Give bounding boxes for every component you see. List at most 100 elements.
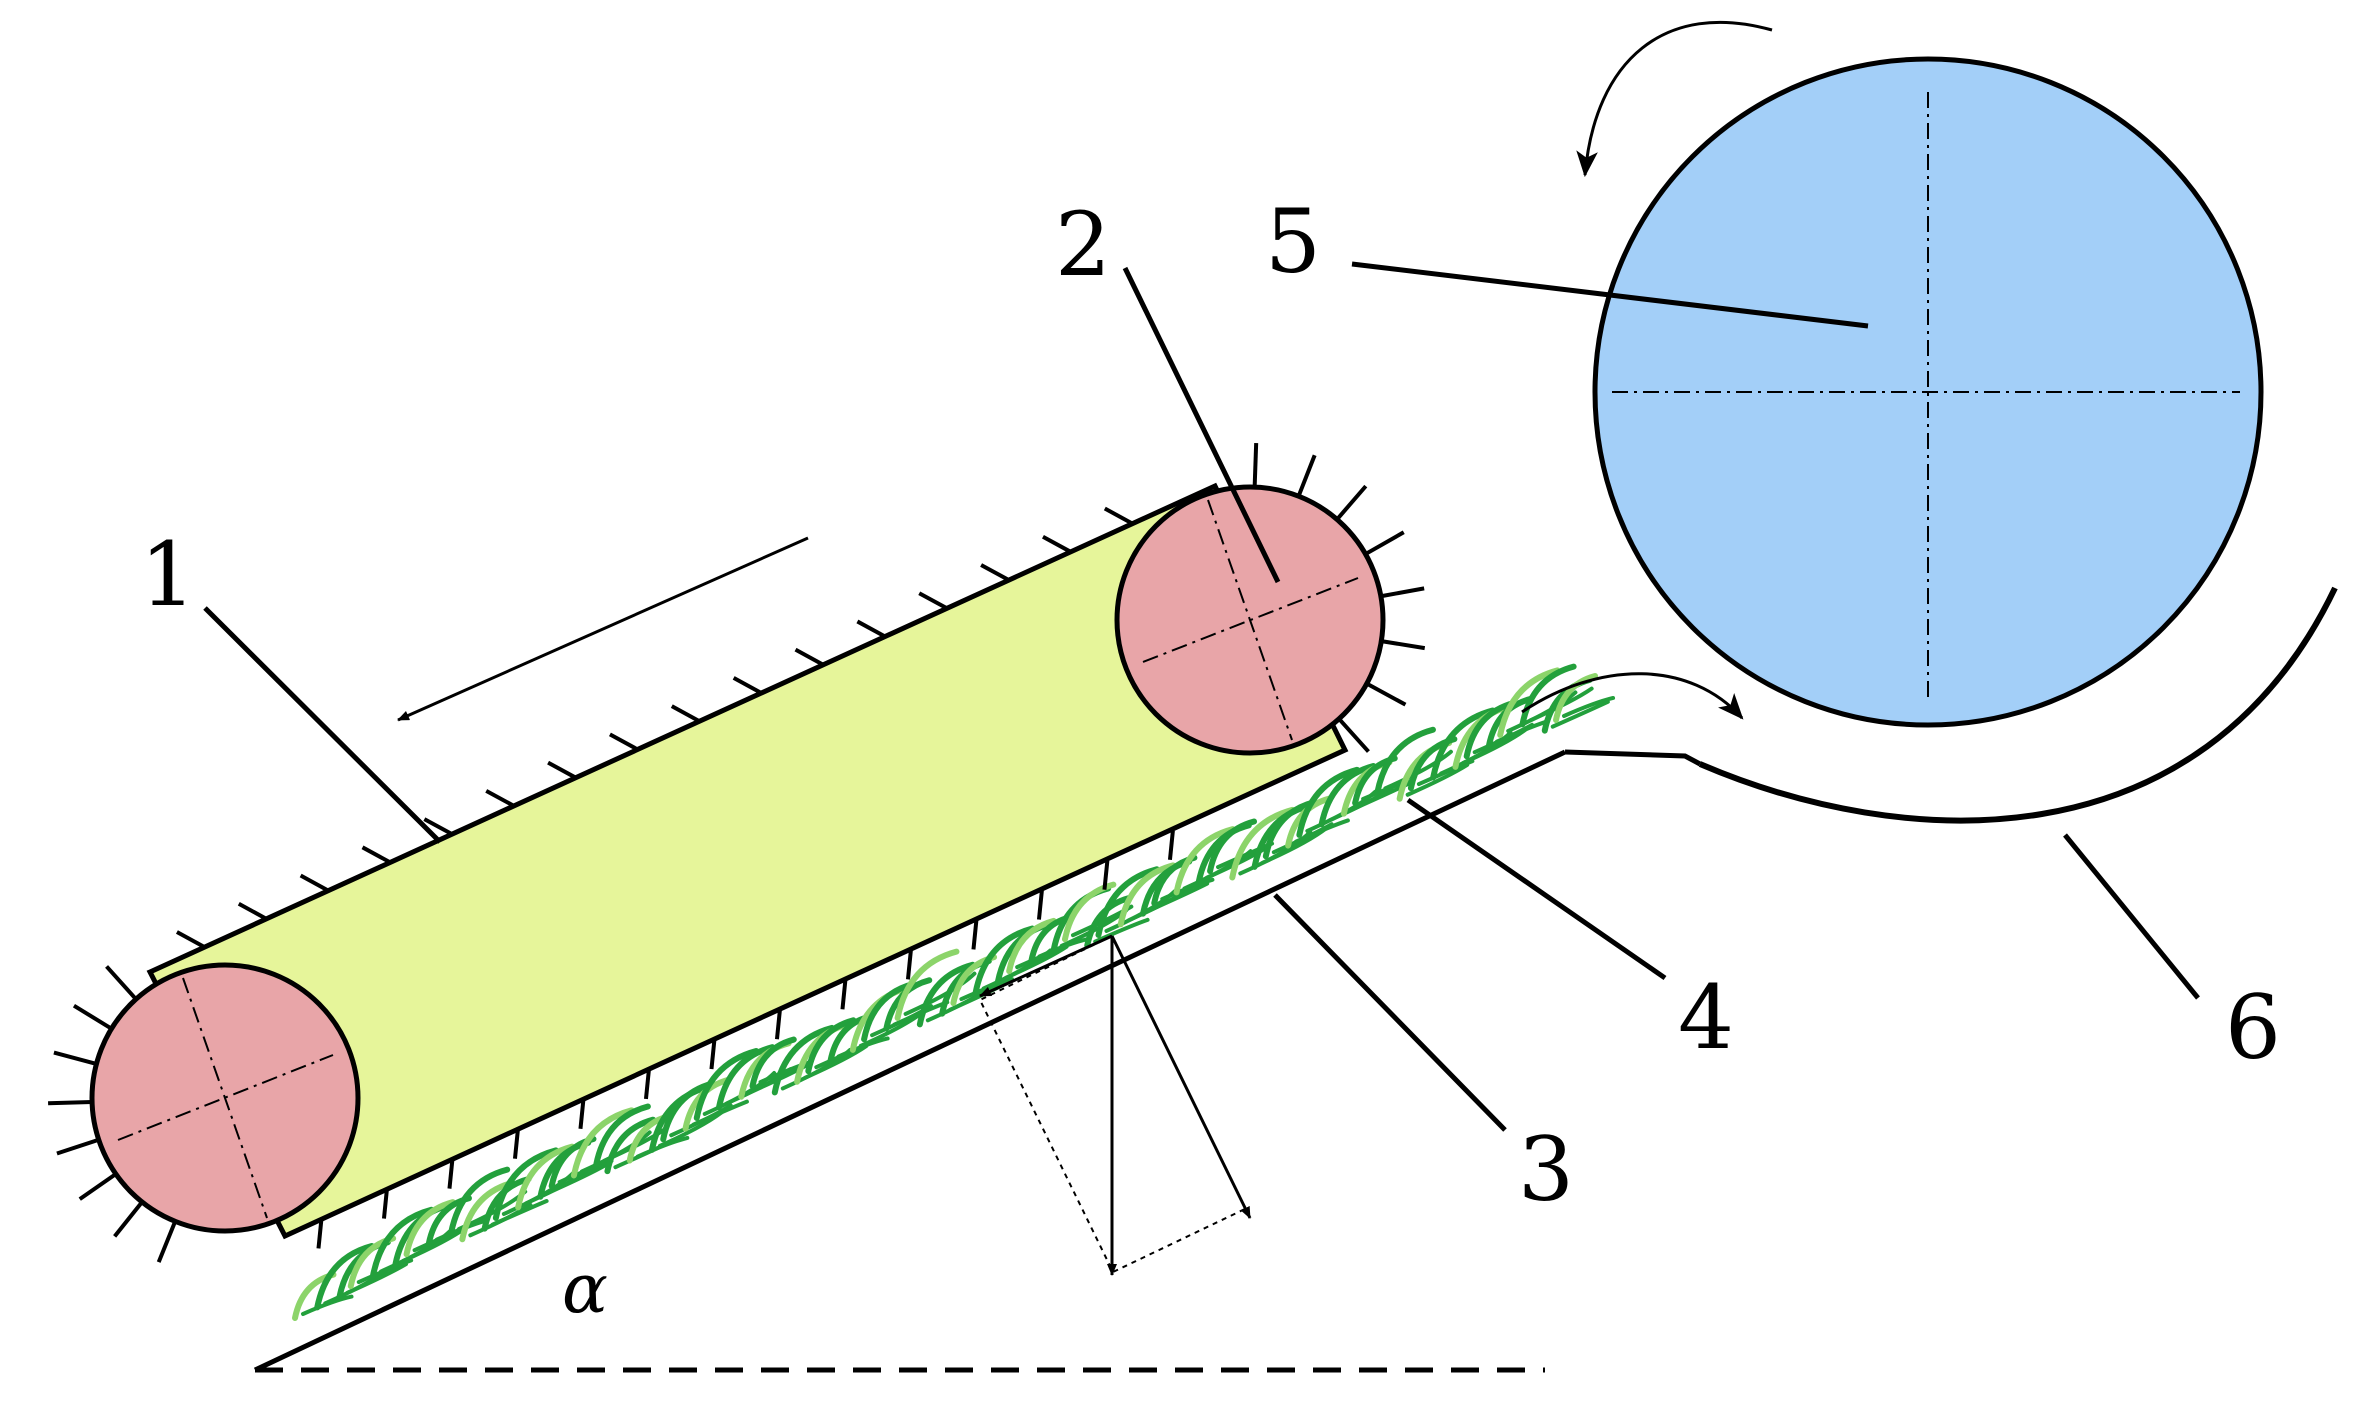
force-diagram <box>978 934 1252 1276</box>
grass-strand <box>515 1143 576 1211</box>
grass-strand <box>1497 667 1561 738</box>
belt-spike <box>423 817 453 836</box>
grass-strand <box>1383 749 1453 791</box>
belt-spike <box>512 1129 520 1159</box>
grass-strand <box>546 1162 609 1195</box>
belt-spike <box>1102 860 1110 890</box>
grass-strand <box>1294 818 1350 844</box>
grass-strand <box>894 948 960 1021</box>
grass-strand <box>1149 881 1210 912</box>
leader-line-2 <box>1122 266 1281 584</box>
grass-strand <box>1095 866 1160 938</box>
grass-strand <box>1318 763 1377 828</box>
belt-spike <box>447 1159 455 1189</box>
grass-strand <box>916 961 976 1028</box>
label-3: 3 <box>1518 1118 1574 1221</box>
roller-spike <box>1380 639 1426 651</box>
belt-spike <box>175 930 206 949</box>
belt-spike <box>840 980 848 1010</box>
grass-strand <box>345 1262 408 1295</box>
grass-strand <box>861 981 917 1043</box>
left-roller <box>89 962 361 1234</box>
belt-spike <box>485 789 515 808</box>
belt-spike <box>643 1069 651 1100</box>
belt-spike <box>971 920 979 950</box>
grass-strand <box>1430 707 1496 781</box>
belt-spike <box>709 1039 717 1070</box>
roller-spike <box>1252 443 1259 488</box>
inclined-tray <box>253 749 1567 1373</box>
label-6: 6 <box>2225 976 2281 1079</box>
label-5: 5 <box>1265 190 1321 293</box>
belt-spike <box>361 845 392 865</box>
grass-strand <box>1550 699 1610 729</box>
belt-spike <box>316 1219 324 1249</box>
grass-strand <box>691 1099 749 1127</box>
grass-strand <box>1117 862 1176 928</box>
belt-spike <box>237 902 268 921</box>
belt-spike <box>774 1009 782 1040</box>
leader-line-6 <box>2063 833 2200 1000</box>
angle-label: α <box>562 1250 608 1329</box>
belt-spike <box>732 676 763 695</box>
grass-strand <box>1006 917 1057 975</box>
grass-strand <box>1229 806 1296 881</box>
grass-strand <box>1262 799 1317 860</box>
roller-spike <box>1335 484 1368 521</box>
belt-spikes <box>48 443 1426 1263</box>
roller-spike <box>1365 681 1407 707</box>
grass-strand <box>1528 686 1594 723</box>
belt-spike <box>578 1099 586 1130</box>
drum <box>1592 56 2264 728</box>
label-2: 2 <box>1055 193 1111 296</box>
belt-spike <box>1042 534 1072 554</box>
belt-spike <box>905 950 913 980</box>
leader-line-5 <box>1351 261 1869 329</box>
roller-spike <box>72 1003 113 1031</box>
grass-strand <box>490 1199 549 1227</box>
drum-rotation-arrow <box>1576 20 1773 178</box>
grass-strand <box>1374 726 1436 796</box>
concave <box>1698 586 2338 824</box>
grass-strand <box>314 1242 375 1311</box>
leader-line-4 <box>1406 797 1667 981</box>
grass-strand <box>492 1147 559 1221</box>
grass-strand <box>1173 826 1236 896</box>
roller-spike <box>1364 530 1405 556</box>
roller-spike <box>105 965 138 1001</box>
grass-strand <box>593 1103 651 1168</box>
belt-spike <box>980 563 1010 582</box>
grass-strand <box>1296 766 1361 838</box>
roller-spike <box>78 1172 118 1201</box>
belt-spike <box>794 647 825 667</box>
roller-spike <box>1380 586 1425 599</box>
grass-strand <box>1463 699 1517 760</box>
label-4: 4 <box>1678 966 1734 1069</box>
roller-spike <box>56 1137 100 1156</box>
grass-strand <box>1553 672 1599 723</box>
feed-arrow <box>1521 672 1744 720</box>
belt-spike <box>1036 890 1044 920</box>
grass-strand <box>1405 762 1470 797</box>
belt-spike <box>299 873 330 893</box>
tray-lip <box>1564 749 1702 767</box>
grass-strand <box>771 1024 835 1096</box>
grass-strand <box>693 1048 760 1121</box>
grass-strand <box>1207 818 1258 875</box>
grass-strand <box>604 1116 657 1175</box>
grass-strand <box>972 925 1036 996</box>
grass-strand <box>805 1017 857 1075</box>
belt-spike <box>381 1189 389 1219</box>
roller-spike <box>113 1200 144 1238</box>
belt-spike <box>670 704 701 723</box>
grass-layer <box>292 663 1616 1321</box>
grass-strand <box>1160 877 1215 902</box>
belt-spike <box>1103 506 1134 526</box>
label-1: 1 <box>140 523 196 626</box>
belt-spike <box>608 732 639 752</box>
roller-spike <box>53 1050 97 1066</box>
belt-spike <box>1167 830 1175 860</box>
grass-strand <box>570 1107 635 1179</box>
leader-line-3 <box>1273 893 1507 1132</box>
